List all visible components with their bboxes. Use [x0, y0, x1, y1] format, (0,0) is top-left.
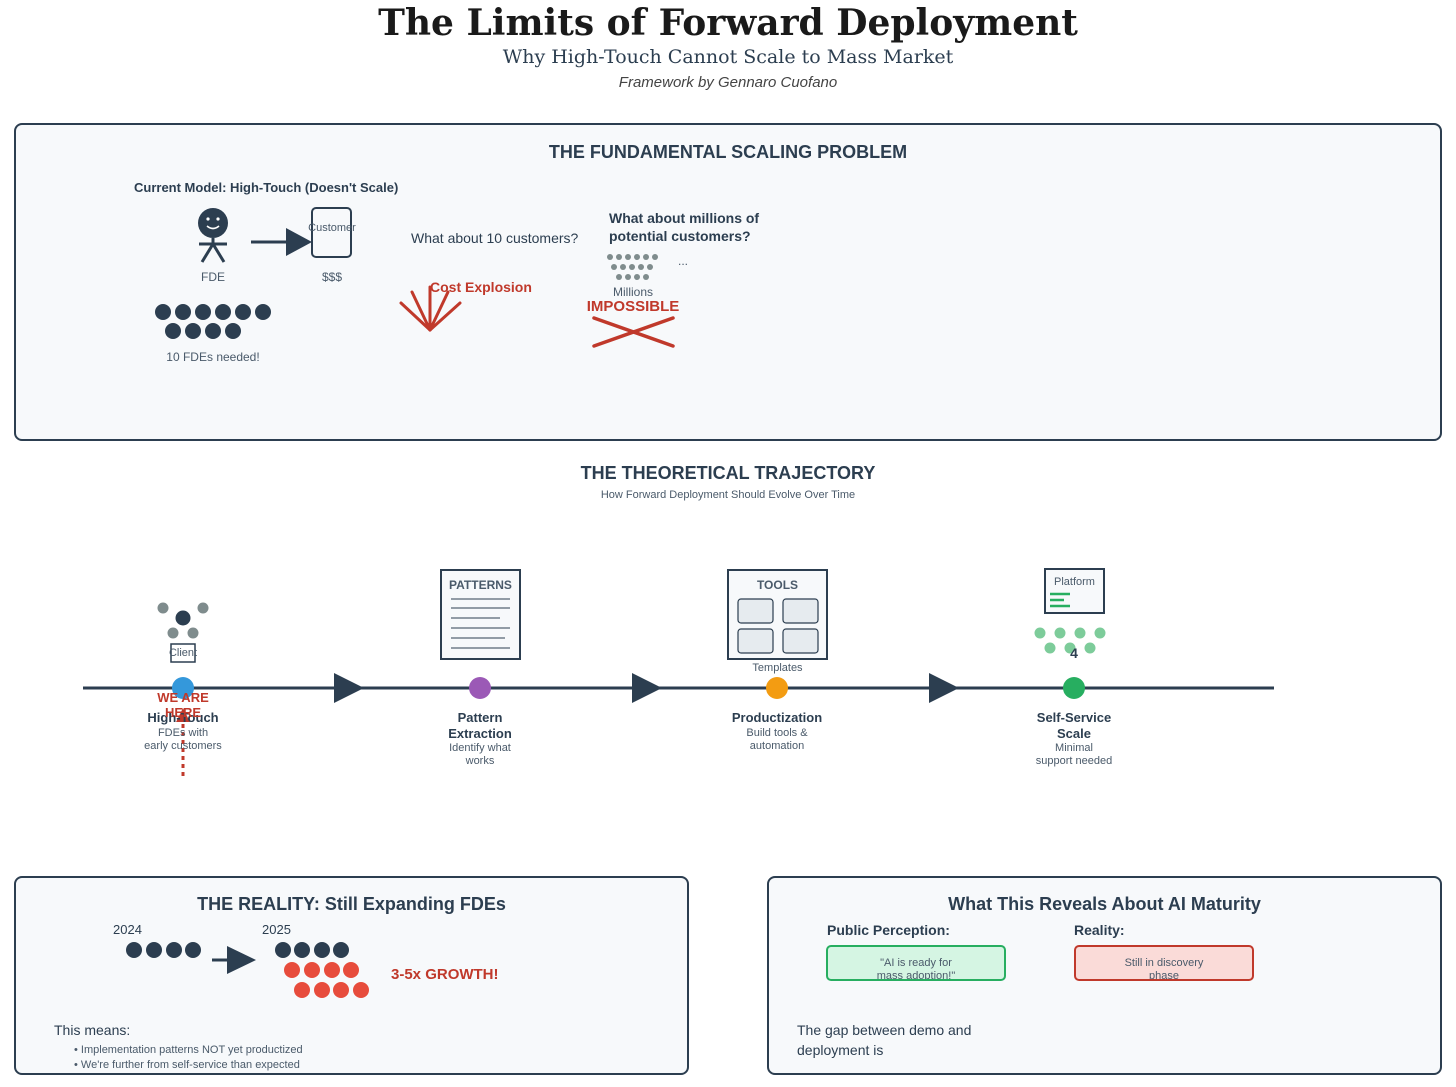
timeline-arrow-3: [876, 673, 959, 703]
gap-text-line1: The gap between demo and: [797, 1022, 972, 1038]
stage-1-desc-line2: early customers: [144, 740, 222, 752]
stage-dot-self-service: [1063, 677, 1085, 699]
scaling-problem-panel: [14, 123, 1442, 441]
fde-label: FDE: [201, 270, 225, 284]
stage-dot-productization: [766, 677, 788, 699]
timeline-arrow-2: [579, 673, 662, 703]
timeline-arrow-1: [282, 673, 364, 703]
customer-box: [311, 207, 352, 258]
reality-box: Still in discovery phase: [1074, 945, 1254, 981]
year-2025-label: 2025: [262, 922, 291, 937]
platform-count: 4: [1070, 645, 1078, 661]
stage-3-desc-line2: automation: [749, 740, 805, 752]
gap-text-line2: deployment is: [797, 1042, 884, 1058]
scaling-problem-title: THE FUNDAMENTAL SCALING PROBLEM: [548, 142, 908, 162]
stage-2-desc-line1: Identify what: [449, 742, 511, 754]
stage-2-desc-line2: works: [465, 755, 495, 767]
fde-to-customer-arrow: [251, 228, 312, 256]
page-title: The Limits of Forward Deployment: [378, 2, 1078, 44]
trajectory-title: THE THEORETICAL TRAJECTORY: [580, 463, 876, 483]
perception-box: "AI is ready for mass adoption!": [826, 945, 1006, 981]
tools-box-icon: [727, 569, 828, 660]
money-label: $$$: [321, 270, 343, 284]
millions-dots: [607, 254, 658, 280]
byline: Framework by Gennaro Cuofano: [618, 74, 838, 91]
we-are-here-line1: WE ARE: [157, 690, 209, 705]
trajectory-diagram: [83, 568, 1274, 776]
users-dots-icon: [1034, 627, 1106, 654]
perception-text-line1: "AI is ready for: [880, 957, 952, 969]
tools-label: TOOLS: [756, 578, 799, 592]
fdes-needed-label: 10 FDEs needed!: [166, 350, 260, 364]
fde-2024-dots: [126, 942, 201, 958]
stage-1-name: High-Touch: [147, 710, 219, 725]
stage-4-desc-line2: support needed: [1035, 755, 1113, 767]
cost-explosion-icon: [399, 285, 462, 332]
impossible-x-icon: [592, 316, 675, 348]
trajectory-subtitle: How Forward Deployment Should Evolve Ove…: [600, 489, 856, 501]
page-subtitle: Why High-Touch Cannot Scale to Mass Mark…: [502, 46, 954, 68]
stage-2-name-line1: Pattern: [457, 710, 503, 725]
ten-fde-dots: [155, 304, 271, 339]
this-means-label: This means:: [54, 1022, 131, 1038]
cost-explosion-label: Cost Explosion: [430, 279, 532, 295]
stage-3-desc-line1: Build tools &: [746, 727, 808, 739]
we-are-here-arrow: [176, 708, 190, 776]
platform-label: Platform: [1054, 576, 1095, 588]
stage-4-name-line1: Self-Service: [1036, 710, 1112, 725]
perception-label: Public Perception:: [827, 922, 950, 938]
reality-bullet-2: • We're further from self-service than e…: [74, 1059, 300, 1071]
customer-label: Customer: [308, 222, 356, 234]
growth-label: 3-5x GROWTH!: [391, 966, 499, 983]
platform-icon: [1044, 568, 1105, 614]
we-are-here-line2: HERE: [164, 705, 202, 720]
patterns-document-icon: [440, 569, 521, 660]
reality-bullet-1: • Implementation patterns NOT yet produc…: [74, 1044, 303, 1056]
millions-question-line1: What about millions of: [609, 210, 760, 226]
ten-customers-question: What about 10 customers?: [411, 230, 579, 246]
fde-person-icon: [198, 208, 228, 263]
stage-4-desc-line1: Minimal: [1055, 742, 1093, 754]
reality-text-line2: phase: [1149, 970, 1179, 981]
client-label: Client: [168, 647, 198, 659]
year-2024-label: 2024: [113, 922, 142, 937]
fde-2025-dots: [275, 942, 369, 998]
templates-label: Templates: [752, 662, 803, 674]
current-model-label: Current Model: High-Touch (Doesn't Scale…: [134, 180, 399, 195]
growth-arrow: [212, 946, 256, 974]
millions-label: Millions: [612, 285, 653, 299]
ellipsis-label: ...: [678, 254, 689, 268]
reality-text-line1: Still in discovery: [1124, 957, 1204, 969]
millions-question-line2: potential customers?: [609, 228, 751, 244]
reality-label: Reality:: [1074, 922, 1125, 938]
reality-title: THE REALITY: Still Expanding FDEs: [197, 894, 506, 914]
fde-growth-diagram: [126, 942, 369, 998]
stage-3-name: Productization: [731, 710, 823, 725]
maturity-title: What This Reveals About AI Maturity: [948, 894, 1261, 914]
patterns-label: PATTERNS: [449, 578, 512, 592]
stage-dot-pattern-extraction: [469, 677, 491, 699]
stage-4-name-line2: Scale: [1057, 726, 1091, 741]
perception-text-line2: mass adoption!": [876, 970, 956, 981]
scaling-diagram: [155, 207, 675, 348]
stage-2-name-line2: Extraction: [448, 726, 512, 741]
stage-1-desc-line1: FDEs with: [157, 727, 209, 739]
impossible-label: IMPOSSIBLE: [586, 298, 680, 315]
stage-dot-high-touch: [172, 677, 194, 699]
client-group-icon: [157, 602, 209, 663]
